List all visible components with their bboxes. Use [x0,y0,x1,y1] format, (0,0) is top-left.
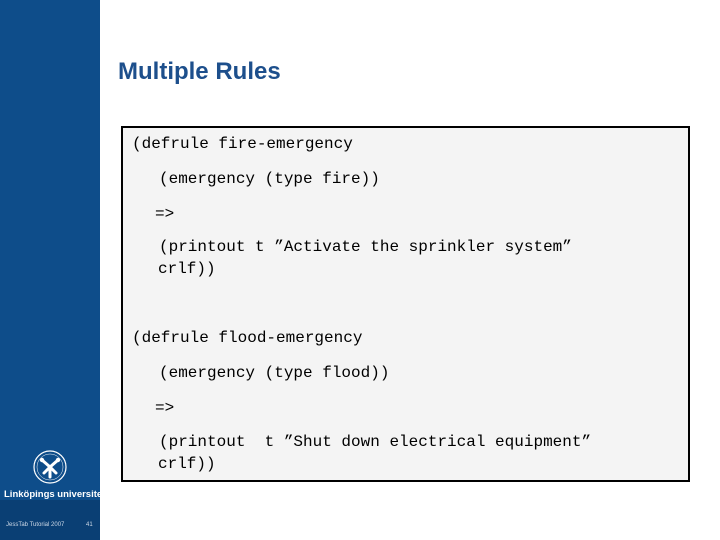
code-line: => [155,205,175,223]
code-box: (defrule fire-emergency (emergency (type… [121,126,690,482]
page-number: 41 [86,522,93,528]
code-line: (defrule fire-emergency [132,135,353,153]
code-line: (printout t ”Shut down electrical equipm… [159,433,592,451]
code-line: (defrule flood-emergency [132,329,363,347]
code-line: (emergency (type fire)) [159,170,380,188]
sidebar [0,0,100,540]
sidebar-footer-band [0,500,100,540]
code-line: => [155,399,175,417]
slide-title: Multiple Rules [118,58,281,85]
code-line: (emergency (type flood)) [159,364,390,382]
code-line: crlf)) [158,455,216,473]
university-logo-icon [33,450,67,484]
footer-text: JessTab Tutorial 2007 [6,522,65,528]
code-line: crlf)) [158,260,216,278]
university-name: Linköpings universitet [4,489,106,500]
code-line: (printout t ”Activate the sprinkler syst… [159,238,572,256]
